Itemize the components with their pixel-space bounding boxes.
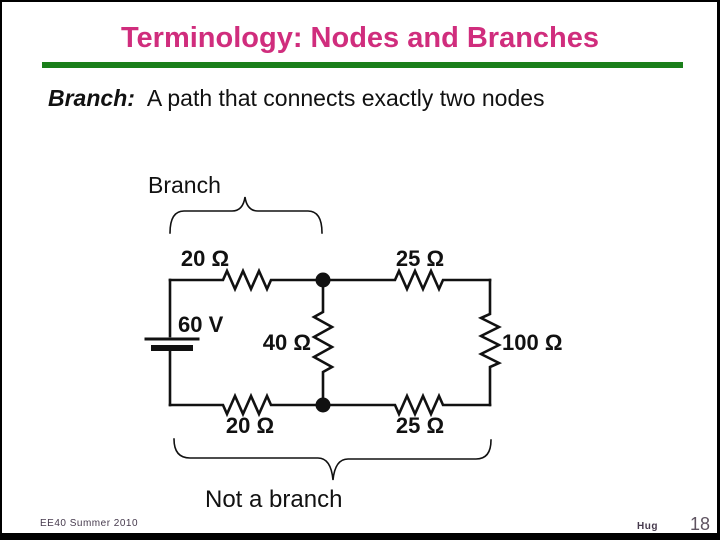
wire-middle-with-resistor [311,278,335,407]
footer-author-label: Hug [637,521,658,532]
wire-bottom-with-resistors [168,392,492,418]
definition-text: A path that connects exactly two nodes [146,85,545,111]
branch-annotation: Branch [148,172,221,198]
resistor-label-middle: 40 Ω [263,330,311,355]
definition-term: Branch: [48,85,135,111]
branch-brace [169,196,323,234]
voltage-source-label: 60 V [178,312,224,337]
resistor-label-bottom-right: 25 Ω [396,413,444,438]
resistor-label-right: 100 Ω [502,330,562,355]
wire-top-with-resistors [168,267,492,293]
node-dot-top [315,272,331,288]
page-title: Terminology: Nodes and Branches [120,22,600,54]
footer-course-label: EE40 Summer 2010 [40,518,139,529]
title-underline-rule [42,62,683,68]
resistor-label-bottom-left: 20 Ω [226,413,274,438]
not-branch-annotation: Not a branch [205,486,342,513]
not-branch-brace [173,438,492,481]
resistor-label-top-right: 25 Ω [396,246,444,271]
node-dot-bottom [315,397,331,413]
page-number: 18 [689,514,710,534]
definition-line: Branch: A path that connects exactly two … [48,85,545,112]
resistor-label-top-left: 20 Ω [181,246,229,271]
wire-right-with-resistor [477,278,503,407]
